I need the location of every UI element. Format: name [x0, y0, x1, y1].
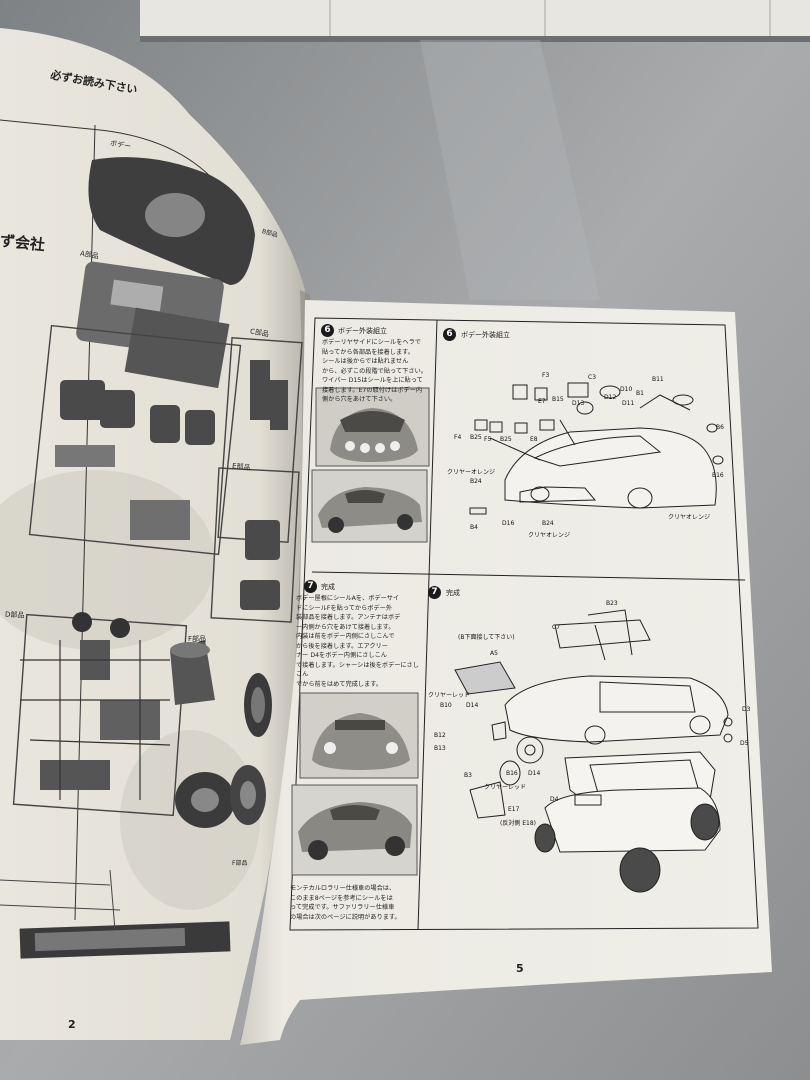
d7-label: B13 [434, 745, 446, 752]
d6-label: F5 [484, 436, 492, 443]
d6-label: D10 [620, 386, 633, 393]
step7-instructions: ボデー屋根にシールAを、ボデーサイ ドにシールFを貼ってからボデー外 装部品を接… [296, 595, 419, 688]
step6-diagram-title: ボデー外装組立 [461, 331, 510, 339]
d7-label: B23 [606, 600, 618, 607]
d6-label: D12 [604, 394, 617, 401]
d6-label: クリヤオレンジ [528, 532, 571, 539]
company-name: ず会社 [0, 231, 46, 255]
label-part-d: D部品 [4, 610, 25, 620]
d6-label: D13 [572, 400, 585, 407]
d7-label: D14 [466, 702, 479, 709]
d6-label: F3 [542, 372, 550, 379]
d6-label: B15 [552, 396, 564, 403]
step6-instructions: ボデーリヤサイドにシールをヘラで 貼ってから各部品を接着します。 シールは後から… [322, 339, 427, 403]
step7-badge: 7 [304, 580, 317, 593]
d6-label: D11 [622, 400, 635, 407]
d6-label: B6 [716, 424, 724, 431]
step7-diagram-title: 完成 [446, 589, 460, 597]
d6-label: B24 [542, 520, 554, 527]
label-part-f: F部品 [188, 635, 207, 643]
d7-label: B16 [506, 770, 518, 777]
d6-label: B24 [470, 478, 482, 485]
d6-label: クリヤーオレンジ [447, 469, 496, 476]
d7-label: (反対側 E18) [500, 820, 537, 827]
d6-label: C3 [588, 374, 597, 381]
d6-label: F4 [454, 434, 462, 441]
d6-label: クリヤオレンジ [668, 514, 711, 521]
right-page-number: 5 [516, 962, 524, 975]
label-part-f2: F部品 [232, 860, 248, 867]
d7-label: D5 [740, 740, 749, 747]
step6-title: ボデー外装組立 [338, 327, 387, 335]
d6-label: B1 [636, 390, 644, 397]
step6-badge: 6 [321, 324, 334, 337]
d7-label: B10 [440, 702, 452, 709]
d7-label: C7 [552, 624, 561, 631]
d7-label: D3 [742, 706, 751, 713]
d7-label: B3 [464, 772, 472, 779]
d7-label: B12 [434, 732, 446, 739]
montecarlo-note: モンテカルロラリー仕様車の場合は、 このまま8ページを参考にシールをは って完成… [290, 885, 401, 921]
d7-label: E17 [508, 806, 520, 813]
d6-label: B25 [470, 434, 482, 441]
d7-label: クリヤーレッド [484, 784, 527, 791]
d7-label: D14 [528, 770, 541, 777]
d7-label: クリヤーレッド [428, 692, 471, 699]
step7-diagram-badge: 7 [428, 586, 441, 599]
d6-label: E8 [530, 436, 538, 443]
d6-label: E7 [538, 398, 546, 405]
step7-title: 完成 [321, 583, 335, 591]
d6-label: B25 [500, 436, 512, 443]
d7-label: (B下面接して下さい) [458, 634, 515, 641]
label-part-e: E部品 [231, 462, 251, 472]
d6-label: B11 [652, 376, 664, 383]
d6-label: D16 [502, 520, 515, 527]
d6-label: B4 [470, 524, 478, 531]
d7-label: D4 [550, 796, 559, 803]
d6-label: B16 [712, 472, 724, 479]
left-page-number: 2 [68, 1018, 76, 1031]
step6-diagram-badge: 6 [443, 328, 456, 341]
d7-label: A5 [490, 650, 498, 657]
